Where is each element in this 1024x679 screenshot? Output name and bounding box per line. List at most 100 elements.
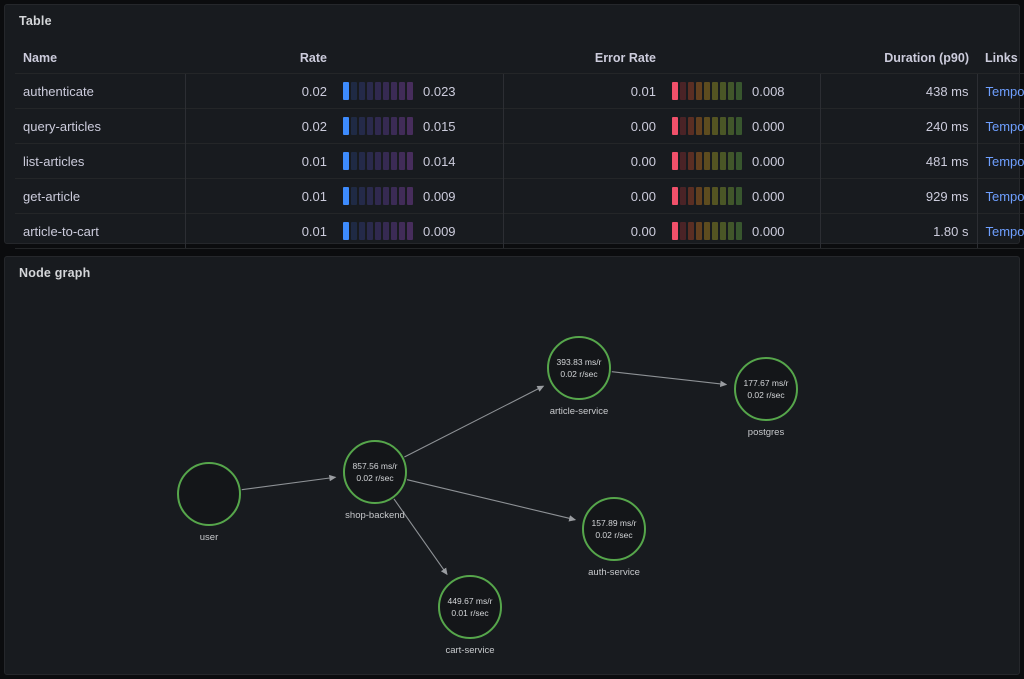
graph-node-article-service[interactable] [547, 336, 611, 400]
error-gauge-cell [680, 222, 686, 240]
graph-edge[interactable] [406, 479, 577, 522]
graph-node-auth-service[interactable] [582, 497, 1008, 674]
rate-gauge-value: 0.009 [423, 223, 456, 239]
rate-gauge-cell [359, 152, 365, 170]
error-gauge-cell [736, 222, 742, 240]
cell-error-gauge: 0.008 [664, 73, 820, 109]
node-fill [439, 576, 501, 638]
graph-nodes-layer [177, 336, 1008, 674]
rate-gauge-value: 0.023 [423, 83, 456, 99]
rate-gauge-cell [399, 82, 405, 100]
rate-gauge-cell [407, 152, 413, 170]
error-gauge-cells [672, 152, 742, 170]
error-gauge-cell [712, 117, 718, 135]
graph-node-shop-backend[interactable] [343, 440, 407, 504]
column-header-error-rate[interactable]: Error Rate [594, 51, 656, 65]
cell-links: Tempo [976, 213, 1024, 249]
rate-gauge-cells [343, 82, 413, 100]
cell-rate: 0.01 [184, 143, 335, 179]
rate-gauge-cell [367, 152, 373, 170]
error-gauge-cell [688, 187, 694, 205]
rate-gauge: 0.015 [343, 117, 456, 135]
cell-name: get-article [15, 178, 185, 214]
rate-gauge-cell [343, 117, 349, 135]
error-gauge-cell [728, 152, 734, 170]
graph-edge[interactable] [393, 498, 448, 576]
error-gauge-cell [704, 222, 710, 240]
graph-node-cart-service[interactable] [438, 575, 502, 639]
cell-error-gauge: 0.000 [664, 178, 820, 214]
rate-gauge-cell [375, 222, 381, 240]
error-gauge-cell [704, 82, 710, 100]
tempo-link[interactable]: Tempo [985, 83, 1024, 99]
column-header-rate-gauge[interactable] [335, 43, 503, 74]
graph-edge[interactable] [404, 385, 545, 458]
rate-gauge-cell [359, 82, 365, 100]
column-header-duration[interactable]: Duration (p90) [884, 51, 969, 65]
rate-gauge-cell [383, 82, 389, 100]
node-ring-success [343, 440, 407, 504]
cell-name: authenticate [15, 73, 185, 109]
rate-gauge-cell [407, 222, 413, 240]
node-ring-success [547, 336, 611, 400]
rate-gauge-cell [375, 117, 381, 135]
table-header: Name Rate Error Rate Duration (p90) Link… [15, 43, 1024, 74]
tempo-link[interactable]: Tempo [985, 153, 1024, 169]
rate-gauge-cell [407, 117, 413, 135]
rate-gauge-value: 0.015 [423, 118, 456, 134]
rate-gauge-cell [367, 187, 373, 205]
error-gauge-cell [712, 82, 718, 100]
error-gauge-cells [672, 117, 742, 135]
graph-edge[interactable] [611, 371, 728, 388]
error-gauge-cell [680, 117, 686, 135]
cell-links: Tempo [976, 143, 1024, 179]
tempo-link[interactable]: Tempo [985, 118, 1024, 134]
rate-gauge-cell [407, 187, 413, 205]
graph-node-postgres[interactable] [734, 357, 798, 421]
error-gauge-cell [672, 222, 678, 240]
cell-duration: 240 ms [819, 108, 977, 144]
error-gauge-value: 0.000 [752, 188, 785, 204]
rate-gauge-cell [351, 222, 357, 240]
node-graph-svg [177, 336, 1008, 674]
error-gauge-cell [688, 152, 694, 170]
rate-gauge-cell [399, 222, 405, 240]
error-gauge-cell [720, 152, 726, 170]
column-header-error-gauge[interactable] [664, 43, 820, 74]
cell-error-rate: 0.00 [502, 178, 664, 214]
rate-gauge: 0.009 [343, 187, 456, 205]
cell-rate-gauge: 0.023 [335, 73, 503, 109]
graph-node-user[interactable] [177, 462, 241, 526]
column-header-name[interactable]: Name [23, 51, 58, 65]
error-gauge-cell [728, 187, 734, 205]
tempo-link[interactable]: Tempo [985, 223, 1024, 239]
node-fill [583, 498, 645, 560]
table-header-row: Name Rate Error Rate Duration (p90) Link… [15, 43, 1024, 74]
error-gauge-cells [672, 187, 742, 205]
cell-rate-gauge: 0.015 [335, 108, 503, 144]
rate-gauge-cell [383, 152, 389, 170]
node-fill [735, 358, 797, 420]
graph-edge[interactable] [241, 474, 337, 491]
rate-gauge-cell [399, 117, 405, 135]
table-panel-title: Table [19, 14, 52, 28]
rate-gauge-cells [343, 222, 413, 240]
cell-duration: 438 ms [819, 73, 977, 109]
rate-gauge-cells [343, 152, 413, 170]
error-gauge-cell [704, 117, 710, 135]
column-header-rate[interactable]: Rate [299, 51, 327, 65]
tempo-link[interactable]: Tempo [985, 188, 1024, 204]
rate-gauge-value: 0.014 [423, 153, 456, 169]
rate-gauge-cell [367, 82, 373, 100]
table-scroll-region[interactable]: Name Rate Error Rate Duration (p90) Link… [15, 43, 1024, 249]
rate-gauge-cell [391, 152, 397, 170]
rate-gauge: 0.009 [343, 222, 456, 240]
column-header-links[interactable]: Links [985, 51, 1018, 65]
